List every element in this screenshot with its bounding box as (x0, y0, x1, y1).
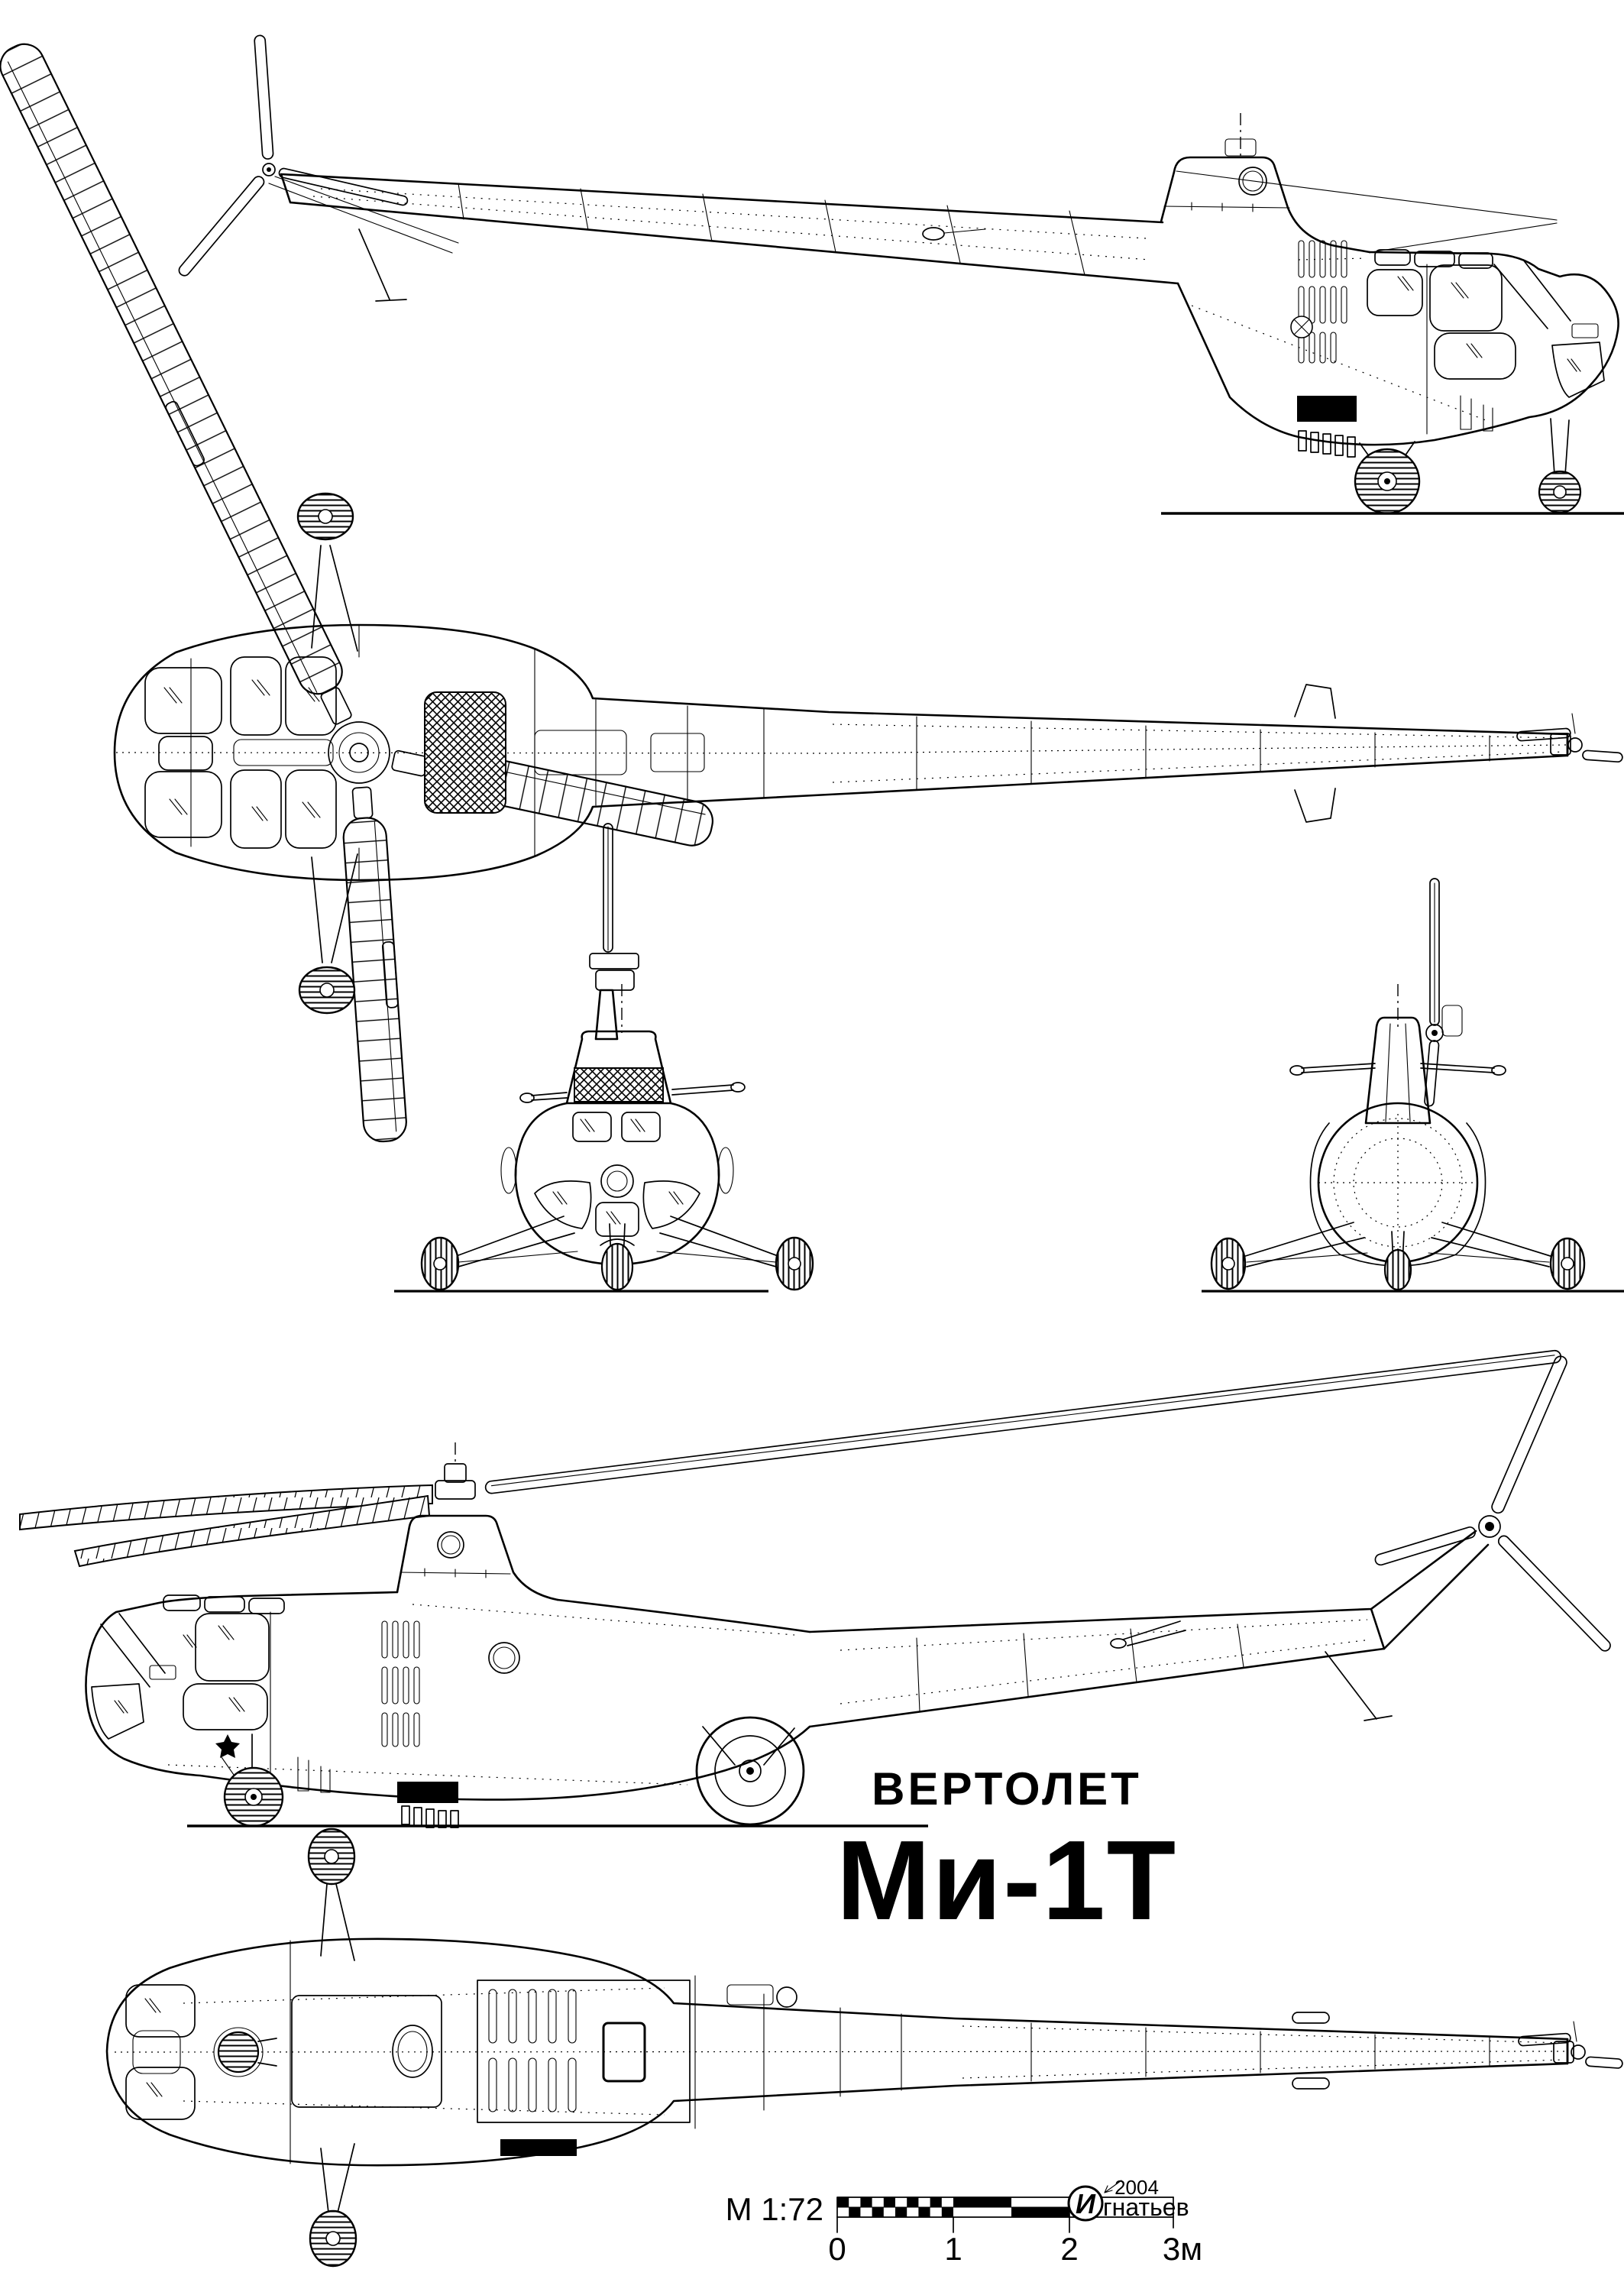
cabin-side-main (85, 1591, 811, 1801)
main-wheel-main (695, 1716, 805, 1826)
main-rotor-blade-left-lower (73, 1494, 431, 1568)
landing-gear-rear (1202, 1222, 1624, 1293)
antenna-wire (1370, 222, 1558, 253)
signature-circle (1067, 2185, 1104, 2222)
light-panel-bottom (500, 2139, 577, 2156)
stabilizers-rear (1289, 1063, 1506, 1076)
signature-arrow (1104, 2180, 1122, 2193)
main-rotor-blade-left-upper (19, 1484, 433, 1531)
landing-gear-main (187, 1716, 928, 1827)
front-view (394, 823, 814, 1293)
main-rotor-blade-upleft (0, 43, 352, 725)
rotor-head-side (435, 1442, 476, 1500)
landing-gear-front (394, 1216, 814, 1293)
scale-tick-3: 3м (1163, 2231, 1202, 2267)
cockpit-glazing-plan (144, 656, 337, 849)
side-view-top (178, 34, 1624, 515)
tail-rotor-plan (1516, 713, 1623, 763)
windshield-front (534, 1112, 700, 1237)
tail-skid-main (1325, 1651, 1393, 1721)
tail-cone-main (1370, 1530, 1490, 1650)
landing-gear-top (1161, 418, 1624, 515)
main-rotor-blade-down (342, 786, 407, 1143)
rotor-pylon-top (1160, 113, 1371, 254)
rotor-mast-front (589, 823, 639, 1041)
bottom-plan-view (105, 1827, 1623, 2268)
title-line2: Ми-1Т (836, 1818, 1177, 1944)
rear-view (1202, 878, 1624, 1293)
signature: И гнатьев 2004 (1067, 2176, 1189, 2222)
stabilizers-front (519, 1082, 746, 1103)
star-marking (215, 1734, 240, 1758)
tail-rotor-main (1374, 1355, 1611, 1652)
antenna-wire (1176, 170, 1558, 221)
hatch-bottom (602, 2022, 646, 2083)
signature-rest: гнатьев (1103, 2193, 1189, 2221)
exhaust-panel-main (397, 1782, 458, 1803)
engine-louvres-main (381, 1620, 520, 1828)
pylon-front (565, 1030, 672, 1105)
tail-rotor-rear (1424, 878, 1463, 1107)
main-rotor-hub-plan (328, 721, 390, 784)
cabin-front (514, 1102, 720, 1266)
top-plan-view (0, 43, 1623, 1143)
scale-tick-0: 0 (828, 2231, 846, 2267)
landing-gear-bottom (307, 1827, 357, 2268)
stabilizer-tip-top (922, 227, 945, 241)
louvre-panel-bottom (477, 1980, 691, 2123)
stabilizers-plan (1294, 684, 1336, 823)
tail-wheel-rear (1383, 1248, 1412, 1291)
cabin-side-top (1176, 249, 1619, 446)
side-view-main (19, 1349, 1611, 1828)
scale-label: М 1:72 (726, 2191, 823, 2227)
tail-skid-top (358, 228, 407, 302)
engine-louvres-top (1290, 240, 1357, 458)
signature-year: 2004 (1114, 2176, 1159, 2199)
tail-boom-section-rear (1364, 1016, 1432, 1125)
engine-mesh-plan (424, 691, 506, 814)
main-rotor-blade-right-side (484, 1349, 1562, 1494)
title-line1: ВЕРТОЛЕТ (872, 1763, 1142, 1814)
tail-rotor-bottom (1518, 2021, 1623, 2069)
rotor-pylon-main (396, 1514, 559, 1601)
belly-panel-bottom (291, 1995, 442, 2108)
fuselage-rear (1309, 1102, 1487, 1267)
nose-wheel-bottom (217, 2031, 260, 2073)
tail-rotor-side-top (178, 34, 459, 277)
nose-wheel-front (600, 1242, 634, 1291)
stabilizer-main (1122, 1620, 1186, 1646)
landing-gear-plan (296, 492, 358, 1015)
title-block: ВЕРТОЛЕТ Ми-1Т (836, 1763, 1177, 1944)
intake-mesh-front (574, 1067, 664, 1102)
nose-glazing-bottom (125, 1984, 196, 2120)
signature-initial: И (1076, 2188, 1096, 2219)
scale-tick-1: 1 (944, 2231, 962, 2267)
scale-tick-2: 2 (1060, 2231, 1078, 2267)
tail-boom-top (280, 173, 1179, 285)
exhaust-panel-top (1297, 396, 1357, 422)
tail-boom-main (808, 1607, 1386, 1728)
